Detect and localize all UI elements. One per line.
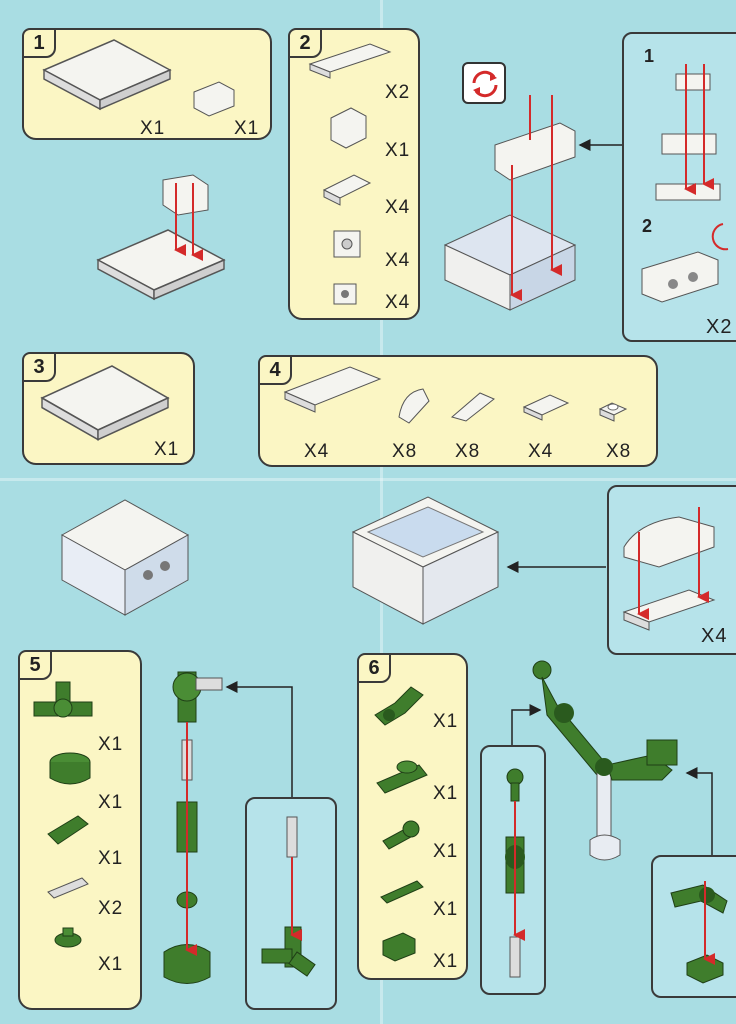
step-4-assembly (351, 496, 606, 625)
quantity-label: X4 (385, 250, 411, 271)
curved-slope-part (398, 388, 430, 424)
plate-1x4-part (308, 43, 392, 79)
tile-1x2-part (522, 394, 570, 421)
step-5-assembly (163, 671, 293, 984)
step-number: 2 (288, 28, 322, 58)
green-axle-connector-part (47, 815, 89, 845)
step-6-subassembly-b-diagram (670, 881, 728, 984)
quantity-label: X4 (304, 441, 330, 462)
step-1-panel: 1 X1 X1 (22, 28, 272, 140)
quantity-label: X1 (433, 841, 459, 862)
plate-4x4-part (41, 365, 169, 441)
quantity-label: X8 (606, 441, 632, 462)
subassembly-a-panel: 1 2 X2 (622, 32, 736, 342)
paper-fold (380, 0, 383, 1024)
step-number: 4 (258, 355, 292, 385)
step-2-assembly (443, 95, 623, 311)
step-6-subassembly-b-panel (651, 855, 736, 998)
rotate-model-icon (462, 62, 506, 104)
green-bracket-part (382, 932, 416, 962)
plate-4x4-part (43, 39, 171, 110)
step-3-assembly (60, 499, 190, 616)
green-round-brick-part (49, 752, 91, 785)
quantity-label: X4 (385, 292, 411, 313)
step-number: 5 (18, 650, 52, 680)
green-axle-part (380, 880, 424, 904)
step-6-panel: 6 X1 X1 X1 X1 X1 (357, 653, 468, 980)
quantity-label: X4 (528, 441, 554, 462)
step-1-assembly (97, 174, 225, 300)
quantity-label: X1 (385, 140, 411, 161)
green-pin-connector-part (382, 820, 420, 850)
quantity-label: X4 (385, 197, 411, 218)
bracket-part (193, 81, 235, 117)
step-6-subassembly-diagram (505, 768, 525, 978)
quantity-label: X1 (433, 899, 459, 920)
quantity-label: X1 (98, 954, 124, 975)
step-2-panel: 2 X2 X1 X4 X4 X4 (288, 28, 420, 320)
plate-1x1-part (598, 402, 628, 422)
paper-fold (0, 478, 736, 481)
quantity-label: X1 (98, 734, 124, 755)
small-brick-part (333, 283, 357, 305)
quantity-label: X1 (140, 118, 166, 139)
quantity-label: X8 (455, 441, 481, 462)
axle-pin-part (47, 877, 89, 899)
substep-2-diagram (641, 223, 729, 303)
step-6-assembly (511, 660, 713, 861)
step-5-panel: 5 X1 X1 X1 X2 X1 (18, 650, 142, 1010)
quantity-label: X1 (98, 792, 124, 813)
multiplier-label: X2 (706, 316, 733, 338)
quantity-label: X1 (433, 711, 459, 732)
step-4-panel: 4 X4 X8 X8 X4 X8 (258, 355, 658, 467)
plate-2x4-part (283, 366, 382, 413)
step-5-subassembly-panel (245, 797, 337, 1010)
subassembly-b-panel: X4 (607, 485, 736, 655)
quantity-label: X2 (98, 898, 124, 919)
quantity-label: X1 (98, 848, 124, 869)
bracket-part (330, 107, 367, 149)
substep-number: 2 (642, 216, 653, 236)
step-number: 1 (22, 28, 56, 58)
quantity-label: X1 (433, 783, 459, 804)
quantity-label: X1 (433, 951, 459, 972)
step-number: 6 (357, 653, 391, 683)
green-angled-connector-part (374, 686, 424, 726)
step-number: 3 (22, 352, 56, 382)
substep-number: 1 (644, 46, 655, 66)
step-3-panel: 3 X1 (22, 352, 195, 465)
step-5-subassembly-diagram (261, 816, 316, 977)
subassembly-b-diagram (622, 507, 716, 631)
multiplier-label: X4 (701, 625, 728, 647)
quantity-label: X2 (385, 82, 411, 103)
substep-1-diagram (655, 64, 721, 201)
step-6-subassembly-panel (480, 745, 546, 995)
green-cross-connector-part (376, 760, 428, 794)
quantity-label: X8 (392, 441, 418, 462)
plate-1x2-part (322, 174, 372, 206)
wedge-slope-part (450, 392, 495, 422)
quantity-label: X1 (234, 118, 260, 139)
brick-with-stud-part (333, 230, 361, 258)
green-connector-3way-part (33, 681, 93, 718)
green-round-plate-part (54, 927, 82, 948)
quantity-label: X1 (154, 439, 180, 460)
